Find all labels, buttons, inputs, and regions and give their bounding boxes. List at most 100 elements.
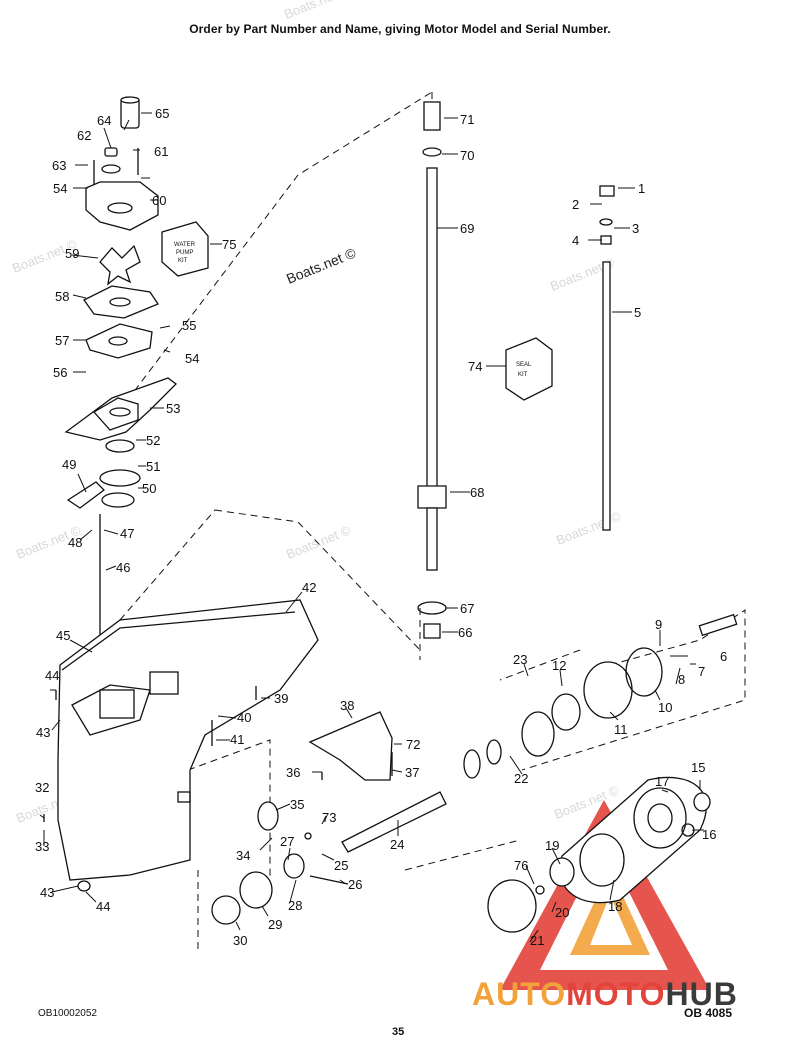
callout-2: 2 bbox=[572, 197, 579, 212]
callout-35: 35 bbox=[290, 797, 304, 812]
callout-28: 28 bbox=[288, 898, 302, 913]
gearcase-housing bbox=[57, 599, 319, 881]
callout-60: 60 bbox=[152, 193, 166, 208]
callout-44: 44 bbox=[45, 668, 59, 683]
callout-33: 33 bbox=[35, 839, 49, 854]
callout-66: 66 bbox=[458, 625, 472, 640]
callout-34: 34 bbox=[236, 848, 250, 863]
callout-23: 23 bbox=[513, 652, 527, 667]
callout-46: 46 bbox=[116, 560, 130, 575]
callout-61: 61 bbox=[154, 144, 168, 159]
callout-40: 40 bbox=[237, 710, 251, 725]
brand-part-3: HUB bbox=[665, 976, 738, 1012]
callout-70: 70 bbox=[460, 148, 474, 163]
callout-72: 72 bbox=[406, 737, 420, 752]
shift-rod bbox=[599, 185, 615, 531]
callout-24: 24 bbox=[390, 837, 404, 852]
driveshaft bbox=[417, 101, 447, 639]
water-pump-kit-label: WATER bbox=[174, 242, 196, 248]
callout-9: 9 bbox=[655, 617, 662, 632]
page-title: Order by Part Number and Name, giving Mo… bbox=[189, 22, 611, 36]
brand-part-1: AUTO bbox=[472, 976, 567, 1012]
brand-logo-text: AUTOMOTOHUB bbox=[472, 976, 738, 1013]
callout-52: 52 bbox=[146, 433, 160, 448]
callout-64: 64 bbox=[97, 113, 111, 128]
part-callouts: 1 2 3 4 5 6 7 8 9 10 11 12 15 16 17 18 1… bbox=[35, 106, 727, 948]
propeller-shaft-assembly bbox=[341, 613, 738, 853]
callout-62: 62 bbox=[77, 128, 91, 143]
callout-1: 1 bbox=[638, 181, 645, 196]
callout-11: 11 bbox=[614, 722, 628, 737]
water-pump-kit-label: PUMP bbox=[176, 250, 193, 256]
callout-10: 10 bbox=[658, 700, 672, 715]
callout-16: 16 bbox=[702, 827, 716, 842]
callout-32: 32 bbox=[35, 780, 49, 795]
callout-45: 45 bbox=[56, 628, 70, 643]
seal-kit-box bbox=[505, 337, 553, 401]
callout-73: 73 bbox=[322, 810, 336, 825]
callout-21: 21 bbox=[530, 933, 544, 948]
callout-12: 12 bbox=[552, 658, 566, 673]
callout-71: 71 bbox=[460, 112, 474, 127]
callout-56: 56 bbox=[53, 365, 67, 380]
callout-50: 50 bbox=[142, 481, 156, 496]
diagram-code: OB 4085 bbox=[684, 1006, 733, 1020]
callout-58: 58 bbox=[55, 289, 69, 304]
callout-67: 67 bbox=[460, 601, 474, 616]
callout-20: 20 bbox=[555, 905, 569, 920]
water-pump-kit-box bbox=[161, 221, 209, 277]
callout-7: 7 bbox=[698, 664, 705, 679]
callout-57: 57 bbox=[55, 333, 69, 348]
pinion-gear bbox=[239, 871, 273, 909]
callout-38: 38 bbox=[340, 698, 354, 713]
seal-kit-label: SEAL bbox=[516, 362, 532, 368]
callout-43: 43 bbox=[40, 885, 54, 900]
callout-44: 44 bbox=[96, 899, 110, 914]
callout-5: 5 bbox=[634, 305, 641, 320]
callout-15: 15 bbox=[691, 760, 705, 775]
callout-30: 30 bbox=[233, 933, 247, 948]
callout-41: 41 bbox=[230, 732, 244, 747]
callout-69: 69 bbox=[460, 221, 474, 236]
callout-36: 36 bbox=[286, 765, 300, 780]
callout-19: 19 bbox=[545, 838, 559, 853]
callout-3: 3 bbox=[632, 221, 639, 236]
callout-51: 51 bbox=[146, 459, 160, 474]
propeller bbox=[559, 776, 711, 904]
callout-65: 65 bbox=[155, 106, 169, 121]
callout-63: 63 bbox=[52, 158, 66, 173]
bracket bbox=[308, 711, 393, 781]
callout-75: 75 bbox=[222, 237, 236, 252]
callout-8: 8 bbox=[678, 672, 685, 687]
callout-26: 26 bbox=[348, 877, 362, 892]
callout-47: 47 bbox=[120, 526, 134, 541]
callout-54: 54 bbox=[53, 181, 67, 196]
callout-27: 27 bbox=[280, 834, 294, 849]
callout-6: 6 bbox=[720, 649, 727, 664]
water-pump-assembly bbox=[64, 96, 177, 663]
callout-74: 74 bbox=[468, 359, 482, 374]
page-number: 35 bbox=[392, 1026, 405, 1038]
callout-22: 22 bbox=[514, 771, 528, 786]
callout-49: 49 bbox=[62, 457, 76, 472]
thrust-hub bbox=[487, 879, 537, 933]
callout-29: 29 bbox=[268, 917, 282, 932]
callout-42: 42 bbox=[302, 580, 316, 595]
seal-kit-label: KIT bbox=[518, 372, 528, 378]
callout-39: 39 bbox=[274, 691, 288, 706]
callout-43: 43 bbox=[36, 725, 50, 740]
callout-53: 53 bbox=[166, 401, 180, 416]
water-pump-kit-label: KIT bbox=[178, 258, 188, 264]
document-code: OB10002052 bbox=[38, 1008, 97, 1019]
callout-25: 25 bbox=[334, 858, 348, 873]
callout-68: 68 bbox=[470, 485, 484, 500]
callout-4: 4 bbox=[572, 233, 579, 248]
callout-37: 37 bbox=[405, 765, 419, 780]
callout-76: 76 bbox=[514, 858, 528, 873]
callout-54: 54 bbox=[185, 351, 199, 366]
brand-part-2: MOTO bbox=[566, 976, 666, 1012]
callout-48: 48 bbox=[68, 535, 82, 550]
callout-55: 55 bbox=[182, 318, 196, 333]
callout-59: 59 bbox=[65, 246, 79, 261]
